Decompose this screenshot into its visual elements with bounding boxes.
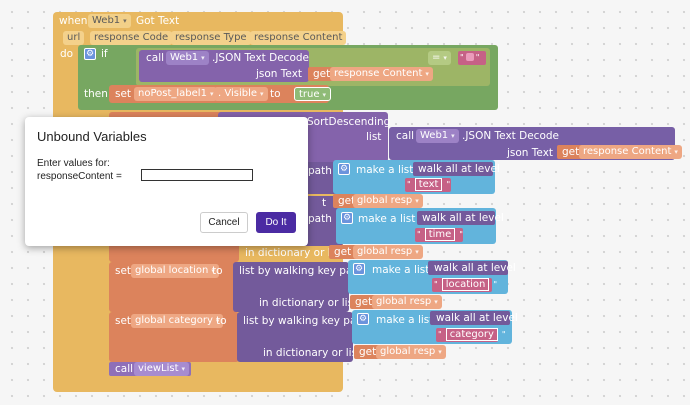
row4-get-label: get: [359, 346, 377, 358]
walk-all-block-time[interactable]: [417, 211, 495, 225]
row3-dict-label: in dictionary or list: [259, 297, 358, 309]
sort-get-var-dropdown[interactable]: response Content▾: [579, 145, 682, 159]
row0-path-label: path: [308, 165, 332, 177]
dialog-prompt: Enter values for: responseContent =: [37, 157, 122, 183]
sort-json-text-label: json Text: [507, 147, 554, 159]
row0-make-list-label: make a list: [356, 164, 414, 176]
empty-text-block[interactable]: "": [458, 51, 486, 65]
row4-set-label: set: [115, 315, 132, 327]
row3-global-resp-dropdown[interactable]: global resp▾: [372, 295, 442, 309]
text-literal-time[interactable]: "time": [415, 228, 463, 242]
param-url[interactable]: url: [63, 31, 85, 45]
sort-web1-dropdown[interactable]: Web1▾: [416, 129, 459, 143]
walk-all-block-text[interactable]: [413, 162, 493, 176]
to-label: to: [270, 88, 281, 100]
row4-make-list-label: make a list: [376, 314, 434, 326]
walk-path-block-location[interactable]: [233, 262, 349, 312]
dialog-title: Unbound Variables: [37, 129, 147, 144]
row3-set-label: set: [115, 265, 132, 277]
walk-all-block-location[interactable]: [428, 261, 508, 275]
json-decode-label: .JSON Text Decode: [212, 52, 309, 64]
row4-dict-label: in dictionary or list: [263, 347, 362, 359]
row4-global-resp-dropdown[interactable]: global resp▾: [376, 345, 446, 359]
param-response-type[interactable]: response Type: [171, 31, 251, 45]
if-gear-icon[interactable]: ⚙: [84, 48, 96, 60]
row1-global-resp-dropdown[interactable]: global resp▾: [353, 194, 423, 208]
walk-all-block-category[interactable]: [430, 311, 510, 325]
row3-make-list-label: make a list: [372, 264, 430, 276]
json-text-label: json Text: [256, 68, 303, 80]
make-list-gear-icon-location[interactable]: ⚙: [353, 263, 365, 275]
row1-make-list-label: make a list: [358, 213, 416, 225]
row2-get-label: get: [334, 246, 352, 258]
get-var-dropdown[interactable]: response Content▾: [330, 67, 433, 81]
row3-walk-label: walk all at level: [434, 262, 516, 274]
nopost-label-dropdown[interactable]: noPost_label1▾: [134, 87, 218, 101]
global-location-dropdown[interactable]: global location▾: [131, 264, 219, 278]
row1-get-label: get: [338, 195, 356, 207]
global-category-dropdown[interactable]: global category▾: [131, 314, 224, 328]
if-label: if: [101, 48, 108, 60]
row4-walk-label: walk all at level: [436, 312, 518, 324]
param-response-content[interactable]: response Content: [250, 31, 347, 45]
sort-list-label: list: [366, 131, 382, 143]
dialog-prompt-text: Enter values for:: [37, 158, 110, 169]
row3-get-label: get: [355, 296, 373, 308]
text-literal-category[interactable]: "category": [436, 328, 506, 342]
then-label: then: [84, 88, 108, 100]
text-literal-location[interactable]: "location": [432, 278, 498, 292]
sort-descending-label: SortDescending: [307, 116, 391, 128]
true-dropdown[interactable]: true▾: [294, 87, 332, 101]
compare-op-dropdown[interactable]: =▾: [428, 51, 451, 65]
call-viewlist-label: call: [115, 363, 134, 375]
row2-global-resp-dropdown[interactable]: global resp▾: [353, 245, 423, 259]
row3-to-label: to: [212, 265, 223, 277]
make-list-gear-icon-category[interactable]: ⚙: [357, 313, 369, 325]
text-literal-text[interactable]: "text": [405, 178, 451, 192]
row4-to-label: to: [216, 315, 227, 327]
row1-t-label: t: [322, 197, 327, 209]
sort-decode-label: .JSON Text Decode: [462, 130, 559, 142]
response-content-label: responseContent =: [37, 171, 122, 182]
row3-walk-path-label: list by walking key path: [239, 265, 364, 277]
sort-get-label: get: [562, 146, 580, 158]
row4-walk-path-label: list by walking key path: [243, 315, 368, 327]
do-label: do: [60, 48, 74, 60]
event-name-label: Got Text: [136, 15, 180, 27]
row2-dict-label: in dictionary or list: [245, 247, 344, 259]
visible-prop-dropdown[interactable]: . Visible▾: [214, 87, 268, 101]
cancel-button[interactable]: Cancel: [200, 212, 248, 233]
set-label: set: [115, 88, 132, 100]
row1-walk-label: walk all at level: [422, 212, 504, 224]
event-component-dropdown[interactable]: Web1▾: [88, 14, 131, 28]
do-it-button[interactable]: Do It: [256, 212, 296, 233]
viewlist-dropdown[interactable]: viewList▾: [134, 362, 190, 376]
make-list-gear-icon-text[interactable]: ⚙: [338, 163, 350, 175]
if-web1-dropdown[interactable]: Web1▾: [166, 51, 209, 65]
row1-path-label: path: [308, 213, 332, 225]
walk-path-block-category[interactable]: [237, 312, 353, 362]
sort-call-label: call: [396, 130, 415, 142]
call-label: call: [146, 52, 165, 64]
param-response-code[interactable]: response Code: [90, 31, 173, 45]
make-list-gear-icon-time[interactable]: ⚙: [341, 212, 353, 224]
when-label: when: [59, 15, 88, 27]
get-label: get: [313, 68, 331, 80]
row0-walk-label: walk all at level: [418, 163, 500, 175]
response-content-input[interactable]: [141, 169, 253, 181]
